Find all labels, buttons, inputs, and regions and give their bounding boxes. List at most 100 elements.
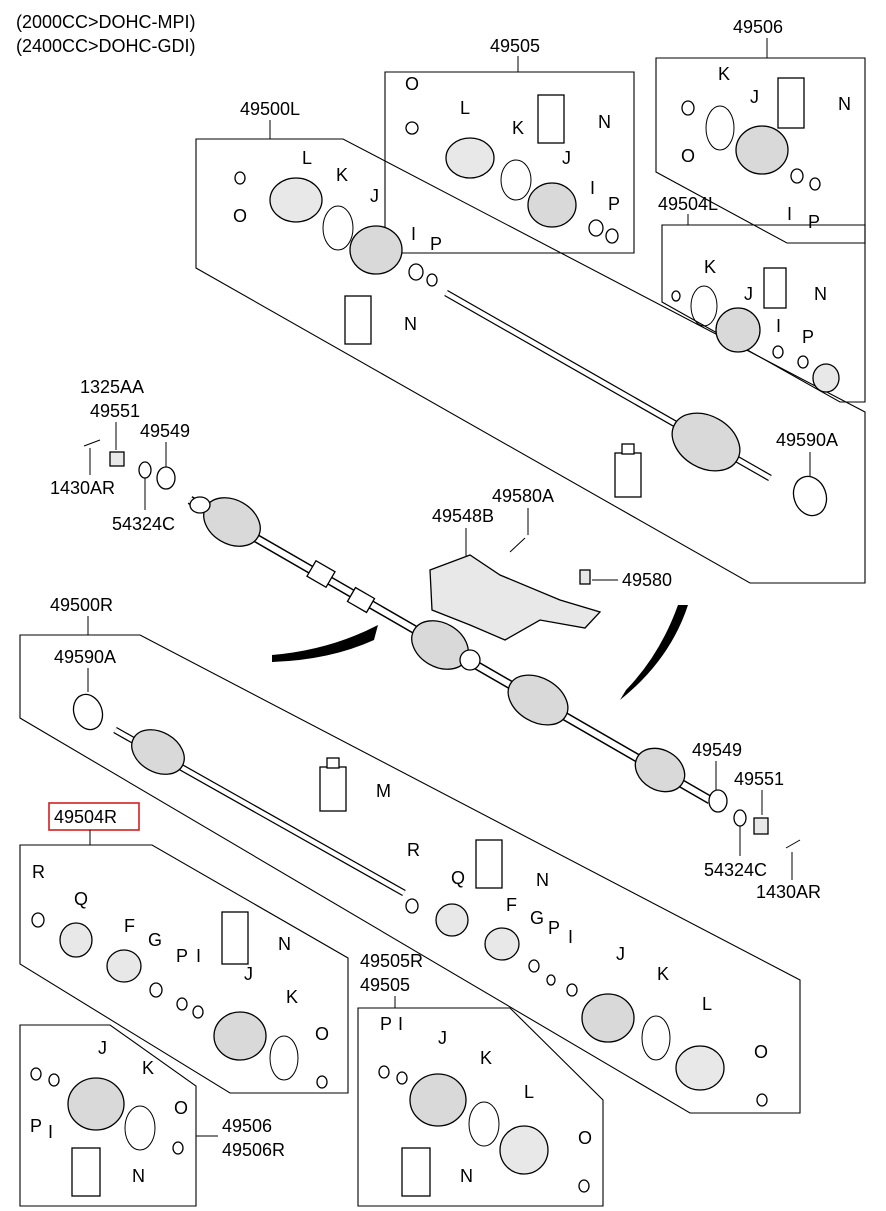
clamp-I [396, 1071, 408, 1085]
engine-spec-line-1: (2000CC>DOHC-MPI) [16, 12, 196, 32]
ring-O [405, 121, 419, 135]
letter-R: R [32, 862, 45, 882]
letter-J: J [750, 87, 759, 107]
clamp-K [500, 159, 532, 201]
letter-O: O [315, 1024, 329, 1044]
letter-J: J [98, 1038, 107, 1058]
grease-N [777, 77, 805, 129]
letter-P: P [30, 1116, 42, 1136]
letter-J: J [744, 284, 753, 304]
label-49500R: 49500R [50, 595, 113, 615]
letter-I: I [568, 927, 573, 947]
letter-G: G [148, 930, 162, 950]
letter-J: J [244, 964, 253, 984]
main-shaft-damper [306, 559, 336, 589]
label-54324C-bottom: 54324C [704, 860, 767, 880]
letter-K: K [286, 987, 298, 1007]
label-49500L: 49500L [240, 99, 300, 119]
letter-J: J [438, 1028, 447, 1048]
lh-grease-M [614, 452, 642, 498]
bracket-bolt-49580A [509, 537, 526, 553]
clamp-K [322, 205, 354, 251]
label-49548B: 49548B [432, 506, 494, 526]
letter-F: F [506, 895, 517, 915]
grease-N [475, 839, 503, 889]
boot-J [409, 1073, 467, 1127]
main-shaft-right-boot [507, 674, 569, 726]
letter-I: I [411, 224, 416, 244]
ring-O [172, 1141, 184, 1155]
kit-49506-bottom-parts: J K P I O N [30, 1038, 188, 1197]
letter-K: K [142, 1058, 154, 1078]
letter-O: O [405, 74, 419, 94]
letter-O: O [233, 206, 247, 226]
rh-shaft-assembly [72, 693, 406, 897]
label-1430AR-bottom: 1430AR [756, 882, 821, 902]
label-49505-bottom: 49505 [360, 975, 410, 995]
grease-N [221, 911, 249, 965]
main-shaft-right-cv-joint [634, 747, 686, 793]
lh-shaft-tone-ring-49590A [792, 475, 828, 517]
label-49551-top: 49551 [90, 401, 140, 421]
letter-N: N [536, 870, 549, 890]
letter-Q: Q [74, 889, 88, 909]
label-49549-top: 49549 [140, 421, 190, 441]
letter-P: P [608, 194, 620, 214]
letter-I: I [196, 946, 201, 966]
letter-O: O [578, 1128, 592, 1148]
ring-R [31, 912, 45, 928]
clamp-I [192, 1005, 204, 1019]
rh-grease-M-cap [326, 757, 340, 769]
housing-F [106, 949, 142, 983]
letter-F: F [124, 916, 135, 936]
kit-49505-top-parts: O L K J I P N [405, 74, 620, 244]
circlip-P [605, 228, 619, 244]
grease-N [401, 1147, 431, 1197]
letter-I: I [787, 204, 792, 224]
letter-O: O [174, 1098, 188, 1118]
letter-L: L [302, 148, 312, 168]
kit-49500R-parts: M R Q N F G P I J K L O [376, 781, 768, 1107]
letter-P: P [430, 234, 442, 254]
joint-L [445, 137, 495, 179]
bracket-plate [429, 554, 602, 641]
kit-49504L-parts: K J N I P [671, 257, 840, 393]
boot-J [735, 125, 789, 175]
main-shaft-pin-1430AR [785, 839, 801, 849]
label-49580A: 49580A [492, 486, 554, 506]
kit-49500L-parts: L K J I P N O [233, 148, 442, 345]
main-shaft-nut-49551 [753, 817, 769, 835]
clamp-I [48, 1073, 60, 1087]
label-49549-bottom: 49549 [692, 740, 742, 760]
clamp-K [269, 1035, 299, 1081]
letter-L: L [460, 98, 470, 118]
kit-frames [19, 57, 866, 1207]
grease-N [344, 295, 372, 345]
letter-N: N [460, 1166, 473, 1186]
clamp-K [705, 105, 735, 151]
kit-49505R-parts: P I J K L O N [378, 1014, 592, 1197]
letter-I: I [590, 178, 595, 198]
label-1325AA: 1325AA [80, 377, 144, 397]
label-49590A-top: 49590A [776, 430, 838, 450]
frame-49505-top [384, 71, 635, 254]
letter-N: N [404, 314, 417, 334]
grease-N [763, 267, 787, 309]
joint-L [675, 1045, 725, 1091]
label-49506R: 49506R [222, 1140, 285, 1160]
main-shaft-ring-54324C [733, 809, 747, 827]
letter-I: I [776, 316, 781, 336]
letter-L: L [702, 994, 712, 1014]
joint-L [499, 1125, 549, 1175]
bearing-Q [435, 903, 469, 937]
main-shaft-center-ring [459, 649, 481, 671]
clamp-K [124, 1105, 156, 1151]
circlip-P [176, 997, 188, 1011]
letter-K: K [718, 64, 730, 84]
clamp-I [566, 983, 578, 997]
clamp-I [790, 168, 804, 184]
letter-I: I [398, 1014, 403, 1034]
frame-49505R [357, 1007, 604, 1207]
letter-N: N [814, 284, 827, 304]
